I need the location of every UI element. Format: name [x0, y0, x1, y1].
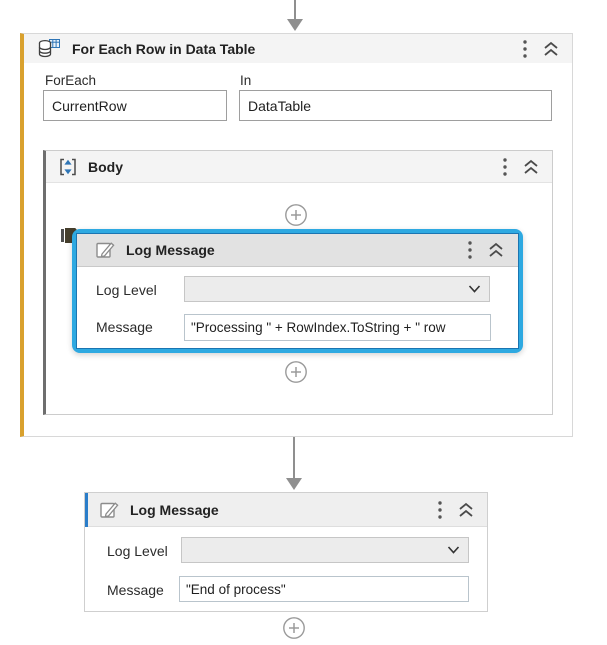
- log-level-dropdown[interactable]: [181, 537, 469, 563]
- log-message-header: Log Message: [77, 234, 518, 267]
- kebab-menu-icon[interactable]: [522, 39, 528, 59]
- body-title: Body: [88, 158, 123, 175]
- activity-log-message-2[interactable]: Log Message Log Level Messa: [84, 492, 488, 612]
- foreach-field-label: ForEach: [45, 73, 97, 88]
- add-activity-button[interactable]: [284, 360, 308, 384]
- log-level-dropdown[interactable]: [184, 276, 490, 302]
- message-label: Message: [96, 319, 153, 335]
- collapse-double-chevron-up-icon[interactable]: [457, 502, 475, 518]
- message-input[interactable]: [184, 314, 491, 341]
- add-activity-button[interactable]: [282, 616, 306, 640]
- log-message-header: Log Message: [85, 493, 487, 527]
- add-activity-button[interactable]: [284, 203, 308, 227]
- connector-line: [294, 0, 296, 20]
- data-table-icon: [37, 37, 62, 61]
- for-each-title: For Each Row in Data Table: [72, 40, 256, 57]
- arrow-down-icon: [286, 478, 302, 490]
- in-value-input[interactable]: [239, 90, 552, 121]
- log-level-label: Log Level: [107, 543, 168, 559]
- breakpoint-flag-icon: [61, 229, 64, 242]
- connector-line: [293, 437, 295, 479]
- sequence-body-icon: [58, 157, 78, 177]
- connector-arrow-middle: [286, 437, 302, 490]
- kebab-menu-icon[interactable]: [437, 500, 443, 520]
- edit-note-icon: [99, 500, 120, 520]
- edit-note-icon: [95, 240, 116, 260]
- message-label: Message: [107, 582, 164, 598]
- in-field-label: In: [240, 73, 252, 88]
- log-level-label: Log Level: [96, 282, 157, 298]
- collapse-double-chevron-up-icon[interactable]: [487, 242, 505, 258]
- log-message-title: Log Message: [126, 242, 215, 258]
- activity-log-message-selected[interactable]: Log Message Log Level: [72, 229, 523, 353]
- kebab-menu-icon[interactable]: [502, 157, 508, 177]
- chevron-down-icon: [468, 285, 481, 294]
- chevron-down-icon: [447, 546, 460, 555]
- foreach-value-input[interactable]: [43, 90, 227, 121]
- message-input[interactable]: [179, 576, 469, 602]
- connector-arrow-top: [287, 0, 303, 31]
- arrow-down-icon: [287, 19, 303, 31]
- for-each-header: For Each Row in Data Table: [24, 34, 572, 63]
- kebab-menu-icon[interactable]: [467, 240, 473, 260]
- activity-accent-bar: [85, 493, 88, 527]
- body-header: Body: [46, 151, 552, 183]
- collapse-double-chevron-up-icon[interactable]: [522, 159, 540, 175]
- collapse-double-chevron-up-icon[interactable]: [542, 41, 560, 57]
- log-message-title: Log Message: [130, 501, 219, 518]
